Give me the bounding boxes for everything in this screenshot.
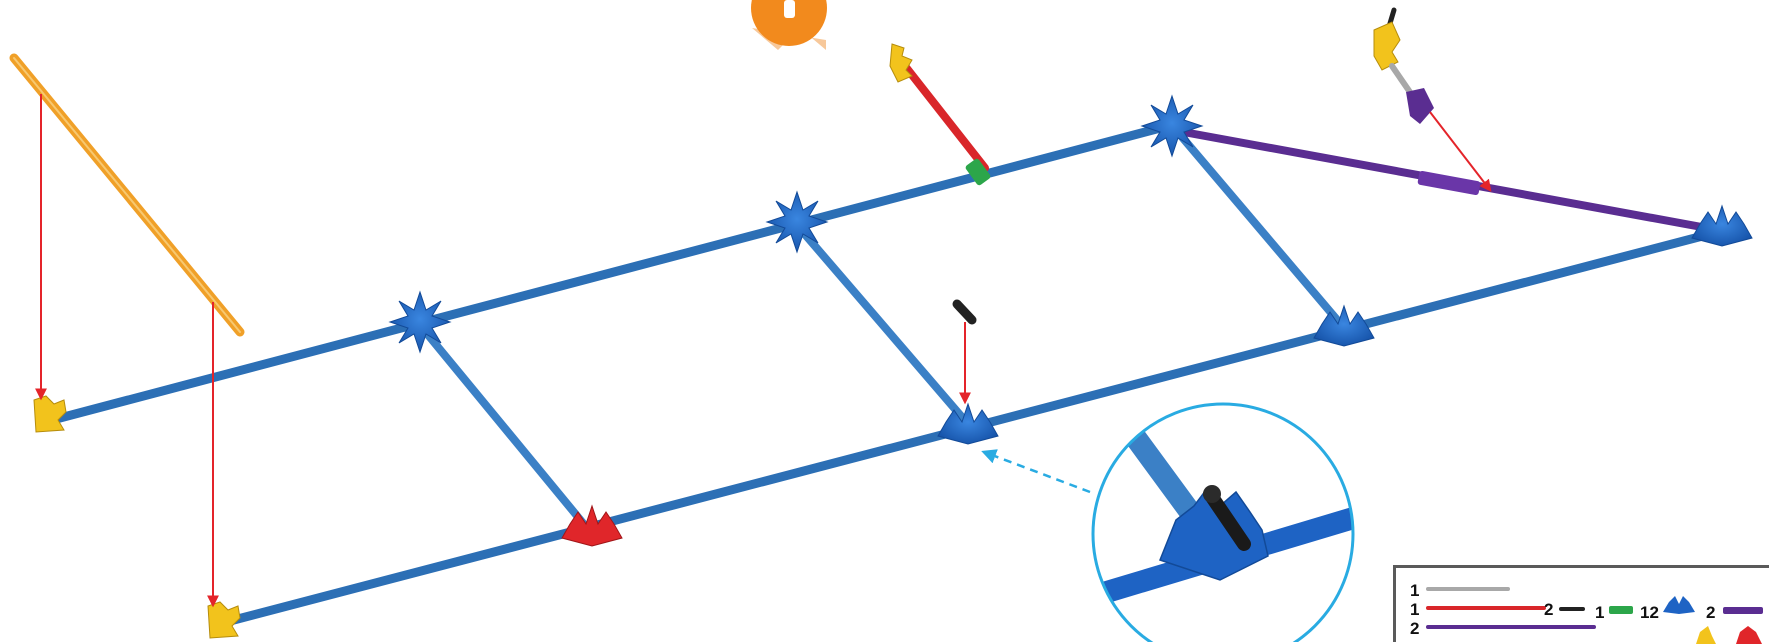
- green-connector: [965, 158, 991, 186]
- parts-qty-red-rod: 1: [1410, 600, 1420, 619]
- parts-qty-purple-rod: 2: [1410, 619, 1420, 638]
- red-rod-icon: [1426, 606, 1546, 610]
- parts-qty-black-connector: 2: [1544, 600, 1554, 619]
- gray-rod-icon: [1426, 587, 1510, 591]
- cross-rod-2: [792, 220, 971, 427]
- blue-connector-5: [1313, 304, 1375, 347]
- purple-connector: [1417, 171, 1481, 195]
- callout-arrow: [981, 449, 1091, 494]
- red-connector: [561, 504, 623, 547]
- detail-zoom-callout: [1091, 402, 1355, 642]
- blue-connectors: [388, 94, 1753, 445]
- parts-qty-green-connector: 1: [1595, 603, 1605, 622]
- purple-rod-assembly: [1174, 127, 1722, 234]
- blue-connector-1: [388, 290, 452, 354]
- purple-rod-icon: [1426, 625, 1596, 629]
- frame-rails: [55, 121, 1723, 626]
- purple-clip: [1406, 88, 1434, 124]
- black-connector-icon: [1559, 607, 1585, 611]
- cross-rod-1: [415, 320, 591, 532]
- red-rod-assembly: [889, 43, 991, 186]
- blue-connector-icon: [1663, 596, 1695, 614]
- yellow-connector-back: [33, 395, 67, 433]
- cross-rod-3: [1172, 126, 1348, 332]
- green-connector-icon: [1609, 606, 1633, 614]
- purple-connector-icon: [1723, 607, 1763, 614]
- parts-qty-purple-connector: 2: [1706, 603, 1716, 622]
- cross-rods: [415, 126, 1348, 532]
- yellow-connector-front: [207, 601, 241, 639]
- yellow-connector-top: [1373, 21, 1401, 71]
- gray-rod-assembly: [1373, 7, 1434, 124]
- back-rail-rod: [55, 121, 1173, 423]
- step-badge: [751, 0, 827, 50]
- yellow-connector-red-rod: [889, 43, 913, 83]
- blue-connector-3: [1140, 94, 1204, 158]
- blue-connector-4: [937, 402, 999, 445]
- blue-connector-2: [765, 190, 829, 254]
- blue-connector-6: [1691, 204, 1753, 247]
- arrow-purple-to-rod: [1429, 111, 1492, 192]
- black-connector: [952, 299, 977, 325]
- parts-list: 1 1 2 2 1 12 2: [1393, 565, 1769, 644]
- extra-connectors-icon: [1696, 626, 1762, 644]
- parts-qty-gray-rod: 1: [1410, 581, 1420, 600]
- parts-qty-blue-connector: 12: [1640, 603, 1659, 622]
